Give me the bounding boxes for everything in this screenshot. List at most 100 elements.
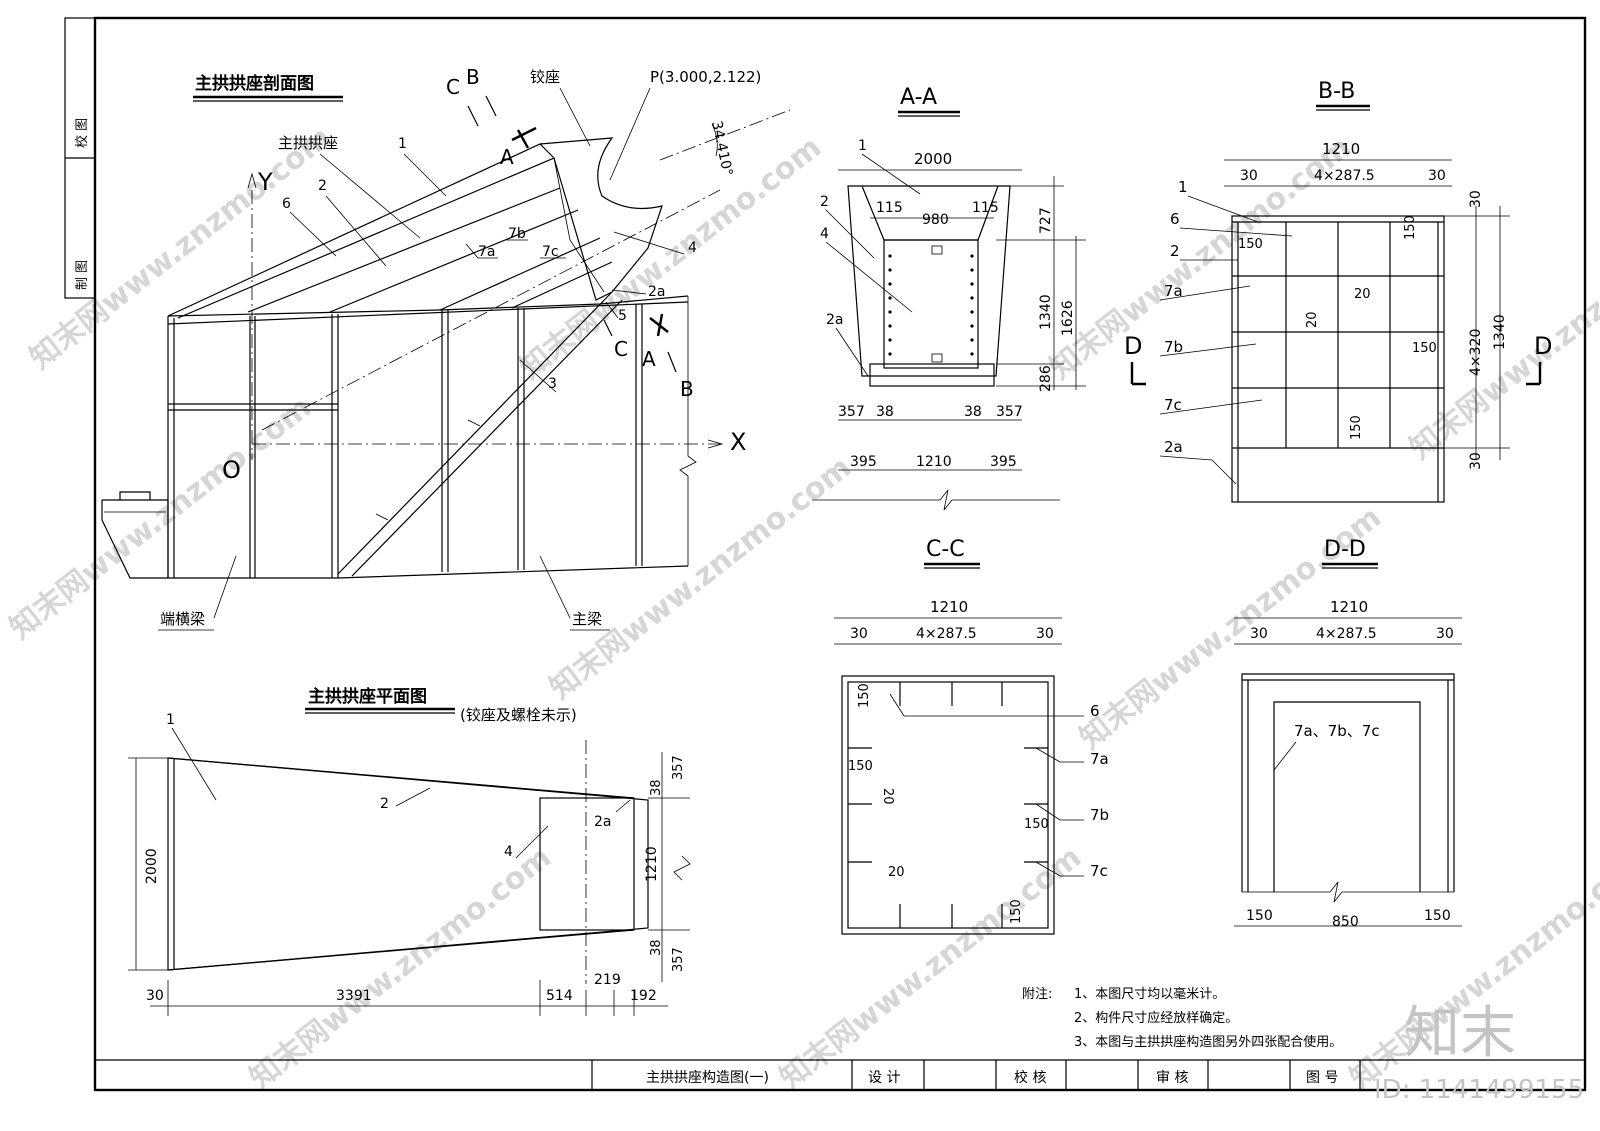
plan-dim-1210: 1210 — [644, 846, 660, 882]
brand-id: ID: 1141499155 — [1374, 1075, 1584, 1105]
cut-A-label-top: A — [500, 145, 514, 169]
view-BB: B-B 1210 30 4×287.5 30 30 4×320 1340 30 … — [1124, 79, 1552, 503]
note-3: 3、本图与主拱拱座构造图另外四张配合使用。 — [1074, 1034, 1342, 1050]
watermark-text: 知末网www.znzmo.com — [1043, 130, 1358, 387]
view-CC: C-C 1210 30 4×287.5 30 150 150 20 150 20… — [834, 537, 1109, 935]
cut-C-label: C — [446, 75, 460, 99]
AA-bolts — [888, 254, 974, 356]
title-block: 主拱拱座构造图(一) 设 计 校 核 审 核 图 号 — [95, 1059, 1585, 1090]
main-seat-label: 主拱拱座 — [278, 134, 338, 152]
AA-part-4: 4 — [820, 226, 829, 242]
plan-part-4: 4 — [504, 844, 513, 860]
watermark-text: 知末网www.znzmo.com — [243, 840, 558, 1097]
plan-dim-2000: 2000 — [144, 848, 160, 884]
BB-dim-4x320: 4×320 — [1468, 329, 1484, 376]
plan-part-1: 1 — [166, 712, 175, 728]
CC-dim-150a: 150 — [857, 683, 872, 708]
AA-dim-357r: 357 — [996, 404, 1023, 420]
DD-dim-850: 850 — [1332, 914, 1359, 930]
side-block-top: 校 图 — [74, 118, 90, 148]
CC-dim-30l: 30 — [850, 626, 868, 642]
AA-part-2a: 2a — [826, 312, 844, 328]
main-beam-label: 主梁 — [572, 610, 602, 628]
design-label: 设 计 — [868, 1070, 900, 1086]
BB-dim-30b: 30 — [1468, 452, 1484, 470]
outer-border — [93, 16, 1587, 1092]
plan-view-title: 主拱拱座平面图 — [308, 686, 427, 707]
origin-label: O — [222, 456, 241, 484]
BB-dim-30t: 30 — [1468, 190, 1484, 208]
AA-dim-2000: 2000 — [914, 150, 952, 168]
plan-dim-357a: 357 — [671, 755, 686, 780]
hinge-label: 铰座 — [530, 68, 560, 86]
plan-part-2: 2 — [380, 796, 389, 812]
section-view: 主拱拱座剖面图 — [101, 65, 791, 631]
view-AA-title: A-A — [900, 85, 937, 110]
drawing-no-label: 图 号 — [1306, 1070, 1338, 1086]
AA-part-1: 1 — [858, 138, 867, 154]
plan-dim-30: 30 — [146, 988, 164, 1004]
CC-dim-30r: 30 — [1036, 626, 1054, 642]
cut-B-label: B — [466, 65, 480, 89]
BB-dim-1210: 1210 — [1322, 140, 1360, 158]
AA-part-2: 2 — [820, 194, 829, 210]
part-2a-label: 2a — [648, 284, 666, 300]
AA-dim-1626: 1626 — [1060, 300, 1076, 336]
DD-label: 7a、7b、7c — [1294, 722, 1380, 740]
BB-part-7a: 7a — [1164, 282, 1183, 300]
CC-part-7a: 7a — [1090, 750, 1109, 768]
CC-part-6: 6 — [1090, 702, 1100, 720]
view-CC-title: C-C — [926, 537, 965, 562]
note-2: 2、构件尺寸应经放样确定。 — [1074, 1010, 1238, 1026]
axis-y-label: Y — [257, 168, 273, 196]
BB-part-7c: 7c — [1164, 396, 1182, 414]
AA-plate-4 — [883, 239, 979, 369]
part-6-label: 6 — [282, 196, 291, 212]
CC-dim-150c: 150 — [1024, 817, 1049, 832]
AA-dim-1340: 1340 — [1038, 294, 1054, 330]
AA-dim-980: 980 — [922, 212, 949, 228]
BB-dim-150c: 150 — [1412, 341, 1437, 356]
AA-dim-286: 286 — [1038, 365, 1054, 392]
side-block-bottom: 制 图 — [75, 260, 90, 290]
cut-B-label-bottom: B — [680, 377, 694, 401]
point-label: P(3.000,2.122) — [650, 68, 761, 86]
CC-dim-4x287: 4×287.5 — [916, 626, 977, 642]
plan-dim-514: 514 — [546, 988, 573, 1004]
plan-dim-3391: 3391 — [336, 988, 372, 1004]
plan-dim-219: 219 — [594, 972, 621, 988]
DD-dim-4x287: 4×287.5 — [1316, 626, 1377, 642]
part-5-label: 5 — [618, 308, 627, 324]
view-DD: D-D 7a、7b、7c 1210 30 4×287.5 30 150 850 … — [1234, 537, 1462, 930]
DD-dim-30r: 30 — [1436, 626, 1454, 642]
AA-dim-357l: 357 — [838, 404, 865, 420]
BB-dim-30l: 30 — [1240, 168, 1258, 184]
brand-logo: 知末 — [1404, 1001, 1516, 1066]
part-7a-label: 7a — [478, 244, 496, 260]
BB-dim-150b: 150 — [1403, 215, 1418, 240]
part-7b-label: 7b — [508, 226, 526, 242]
BB-part-2a: 2a — [1164, 438, 1183, 456]
AA-dim-395r: 395 — [990, 454, 1017, 470]
DD-dim-30l: 30 — [1250, 626, 1268, 642]
part-3-label: 3 — [548, 376, 557, 392]
plan-view: 主拱拱座平面图 (铰座及螺栓未示) 1 2 2a 4 2000 357 38 1… — [128, 686, 691, 1016]
BB-dim-1340: 1340 — [1492, 314, 1508, 350]
brand-watermark: 知末 ID: 1141499155 — [1374, 1001, 1584, 1105]
CC-part-7c: 7c — [1090, 862, 1108, 880]
CC-box — [841, 675, 1055, 935]
DD-dim-1210: 1210 — [1330, 598, 1368, 616]
plan-part-2a: 2a — [594, 814, 612, 830]
cut-C-label-bottom: C — [614, 337, 628, 361]
BB-dim-30r: 30 — [1428, 168, 1446, 184]
cut-A-label-bottom: A — [642, 347, 656, 371]
AA-dim-115a: 115 — [876, 200, 903, 216]
axis-x-label: X — [730, 428, 746, 456]
review-label: 审 核 — [1156, 1070, 1188, 1086]
AA-dim-38r: 38 — [964, 404, 982, 420]
CC-part-7b: 7b — [1090, 806, 1109, 824]
watermark-text: 知末网www.znzmo.com — [543, 450, 858, 707]
part-2-label: 2 — [318, 178, 327, 194]
view-DD-title: D-D — [1324, 537, 1366, 562]
BB-cut-D-right: D — [1534, 332, 1552, 360]
